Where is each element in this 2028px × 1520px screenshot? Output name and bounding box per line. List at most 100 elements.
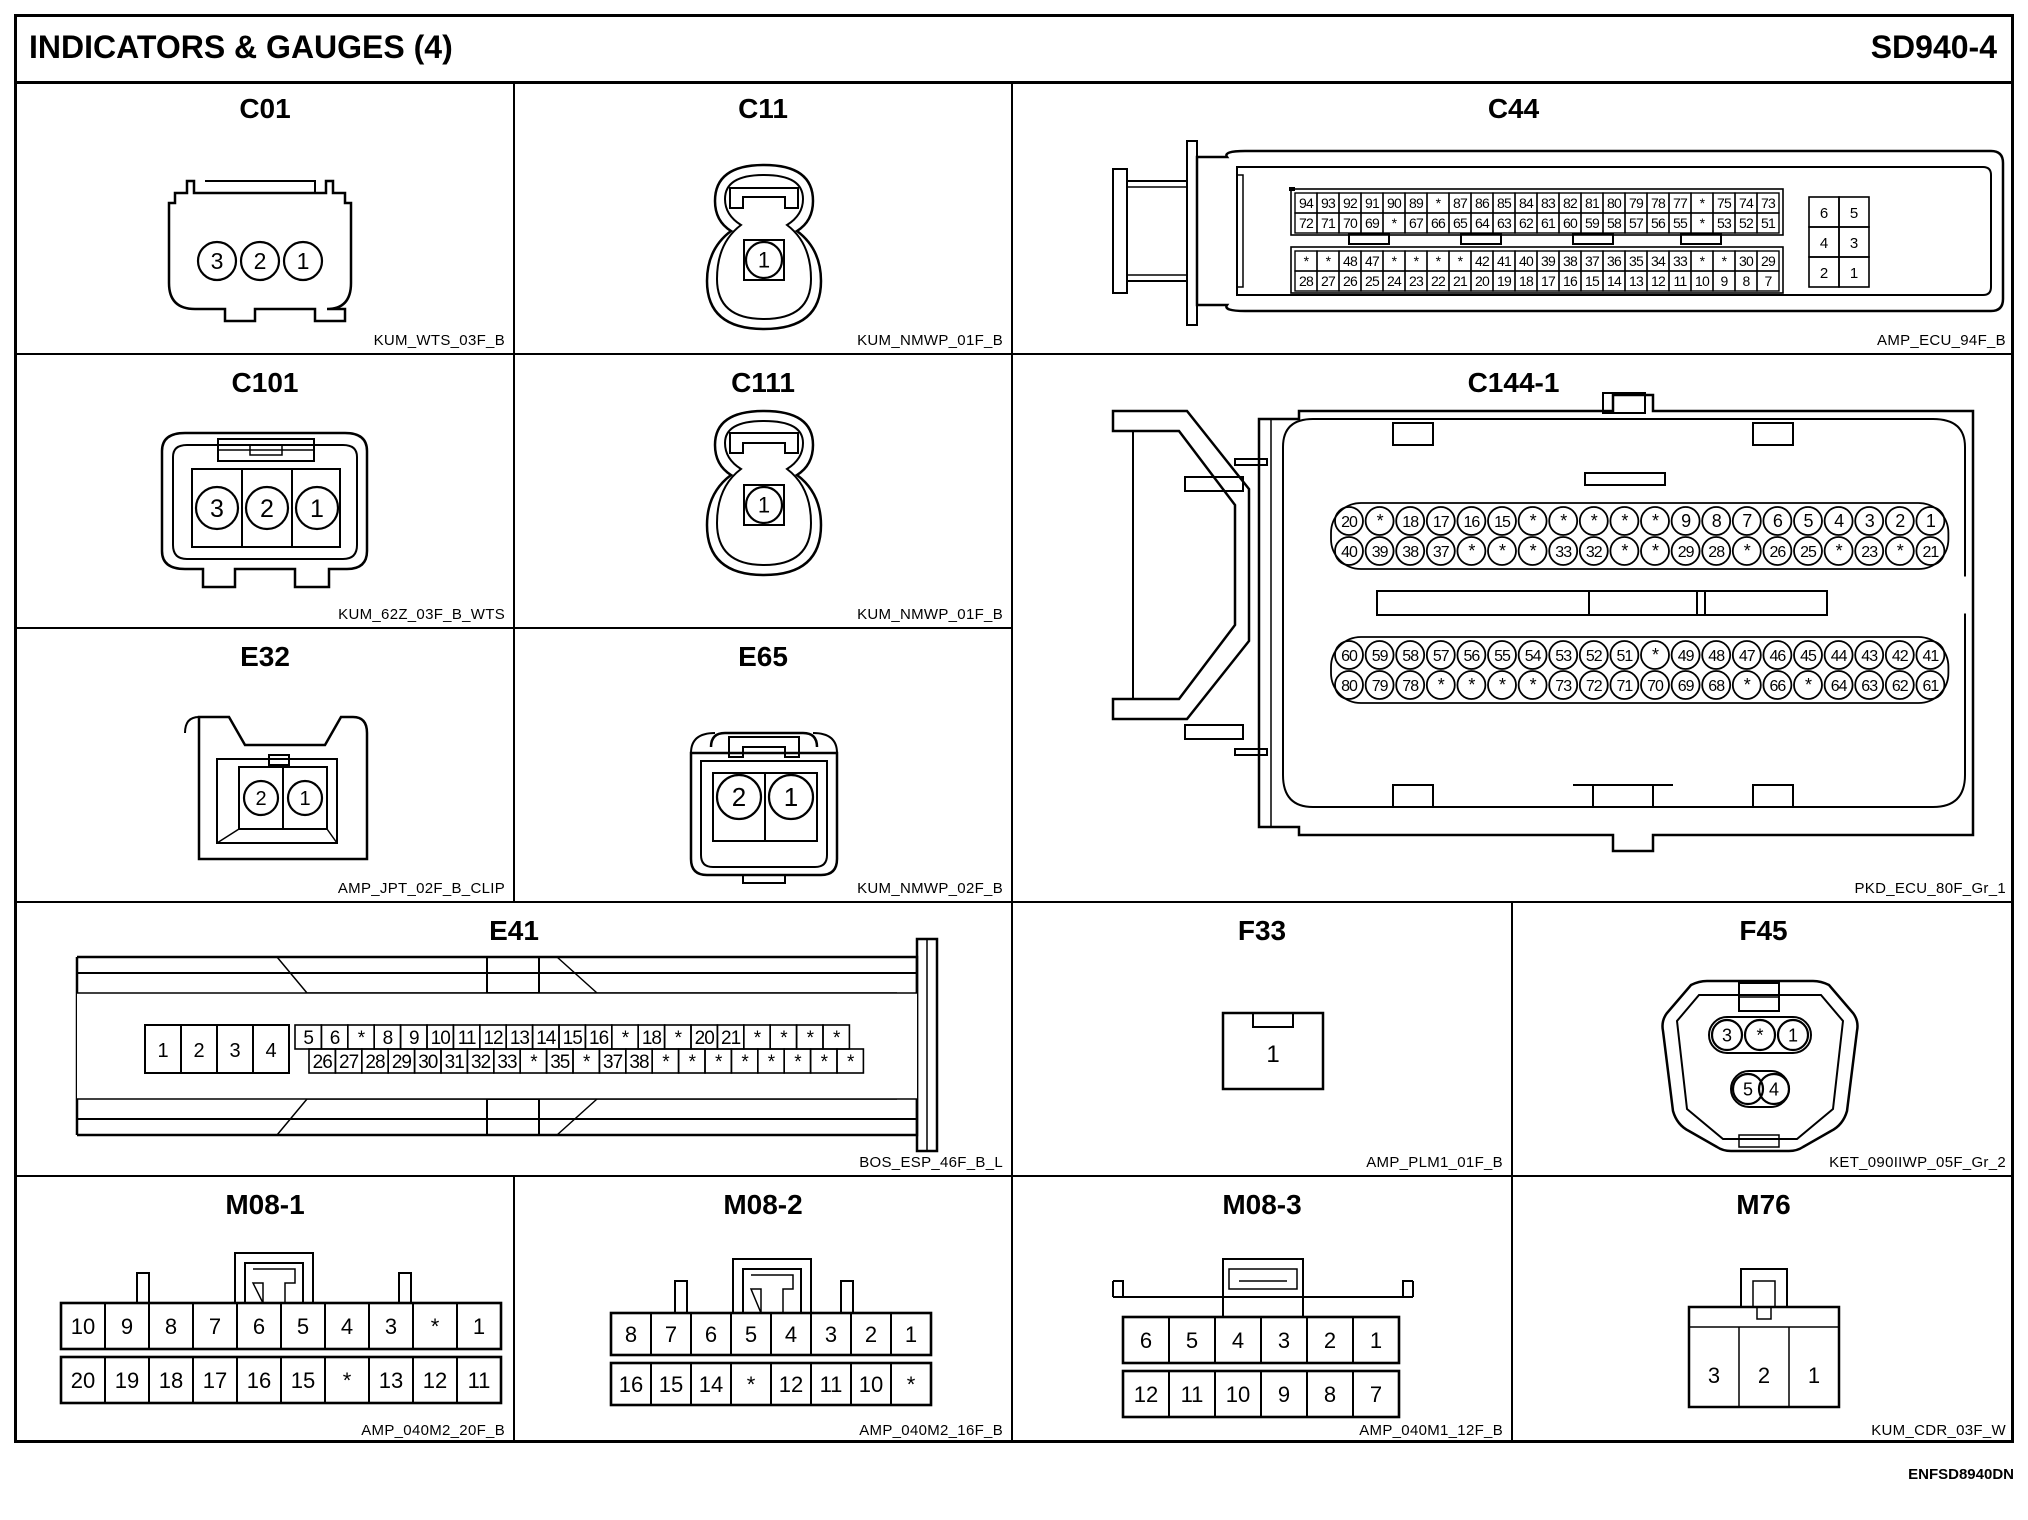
pin-circle	[1793, 670, 1823, 700]
pin-label: *	[675, 1028, 683, 1049]
pin-label: 1	[758, 493, 770, 518]
pin-label: 56	[1464, 648, 1481, 665]
connector-part-number: BOS_ESP_46F_B_L	[859, 1154, 1003, 1171]
pin-circle	[1823, 536, 1854, 566]
pin-label: *	[1468, 541, 1475, 561]
pin-label: *	[715, 1052, 723, 1073]
pin-label: *	[343, 1368, 352, 1393]
pin-label: 59	[1585, 215, 1600, 231]
pin-circle	[1425, 640, 1456, 670]
pin-circle	[1609, 536, 1640, 566]
pin-label: *	[1621, 511, 1628, 531]
pin-circle	[1609, 640, 1640, 670]
pin-label: 12	[1134, 1382, 1158, 1407]
pin-label: 7	[665, 1322, 677, 1347]
connector-part-number: KUM_NMWP_02F_B	[857, 880, 1003, 897]
pin-label: *	[754, 1028, 762, 1049]
connector-part-number: AMP_PLM1_01F_B	[1366, 1154, 1503, 1171]
pin-label: 71	[1321, 215, 1336, 231]
pin-label: *	[1499, 675, 1506, 695]
pin-label: *	[1700, 195, 1706, 211]
pin-label: 55	[1673, 215, 1688, 231]
pin-label: 39	[1541, 253, 1556, 269]
pin-label: *	[1744, 541, 1751, 561]
pin-label: 80	[1341, 678, 1358, 695]
pin-label: 48	[1343, 253, 1358, 269]
pin-circle	[1757, 1072, 1791, 1106]
pin-label: *	[1436, 195, 1442, 211]
pin-label: 91	[1365, 195, 1380, 211]
connector-part-number: KUM_CDR_03F_W	[1871, 1422, 2006, 1439]
connector-part-number: AMP_ECU_94F_B	[1877, 332, 2006, 349]
pin-label: 93	[1321, 195, 1336, 211]
pin-circle	[1578, 640, 1609, 670]
pin-label: 33	[1673, 253, 1688, 269]
pin-label: *	[1652, 645, 1659, 665]
pin-circle	[1578, 506, 1609, 536]
pin-cell	[1838, 256, 1870, 288]
connector-c111: 1 C111 KUM_NMWP_01F_B	[515, 355, 1013, 629]
pin-label: 4	[341, 1314, 353, 1339]
pin-label: 1	[157, 1040, 168, 1062]
pin-label: 70	[1343, 215, 1358, 231]
pin-label: 6	[1140, 1328, 1152, 1353]
pin-label: 78	[1402, 678, 1419, 695]
pin-label: 20	[1475, 273, 1490, 289]
pin-label: 37	[1433, 544, 1450, 561]
pin-label: 62	[1519, 215, 1534, 231]
pin-label: 75	[1717, 195, 1732, 211]
pin-label: 8	[383, 1028, 393, 1049]
connector-f33-drawing: 1	[1221, 1011, 1325, 1091]
pin-label: 3	[211, 248, 224, 274]
pin-label: *	[622, 1028, 630, 1049]
pin-label: 46	[1770, 648, 1787, 665]
pin-label: 3	[1722, 1025, 1732, 1045]
pin-label: 43	[1861, 648, 1878, 665]
connector-name: C44	[1487, 93, 1540, 124]
connector-name: E41	[489, 915, 539, 946]
pin-label: 13	[379, 1368, 403, 1393]
pin-label: *	[1652, 541, 1659, 561]
pin-label: 8	[165, 1314, 177, 1339]
pin-label: 12	[779, 1372, 803, 1397]
pin-circle	[1762, 640, 1793, 670]
pin-label: 11	[820, 1372, 843, 1397]
pin-label: 6	[1820, 205, 1828, 222]
pin-circle	[1578, 670, 1609, 700]
pin-label: 58	[1607, 215, 1622, 231]
pin-label: 9	[121, 1314, 133, 1339]
pin-label: *	[907, 1372, 916, 1397]
pin-label: 8	[1743, 273, 1751, 289]
pin-label: 15	[291, 1368, 315, 1393]
pin-circle	[282, 240, 324, 282]
pin-circle	[1670, 670, 1701, 700]
pin-circle	[1701, 506, 1732, 536]
pin-label: *	[833, 1028, 841, 1049]
pin-circle	[1762, 536, 1793, 566]
connector-part-number: PKD_ECU_80F_Gr_1	[1854, 880, 2006, 897]
pin-label: 57	[1629, 215, 1644, 231]
pin-circle	[1701, 670, 1732, 700]
pin-label: 64	[1831, 678, 1848, 695]
pin-label: 15	[1494, 514, 1511, 531]
pin-label: 78	[1651, 195, 1666, 211]
pin-label: 83	[1541, 195, 1556, 211]
connector-name: C101	[231, 367, 299, 398]
pin-label: 1	[1370, 1328, 1382, 1353]
pin-label: *	[1326, 253, 1332, 269]
pin-circle	[1334, 536, 1364, 566]
pin-circle	[1793, 506, 1823, 536]
pin-label: 25	[1365, 273, 1380, 289]
pin-circle	[1640, 670, 1670, 700]
pin-label: 2	[255, 788, 266, 810]
pin-label: *	[1805, 675, 1812, 695]
